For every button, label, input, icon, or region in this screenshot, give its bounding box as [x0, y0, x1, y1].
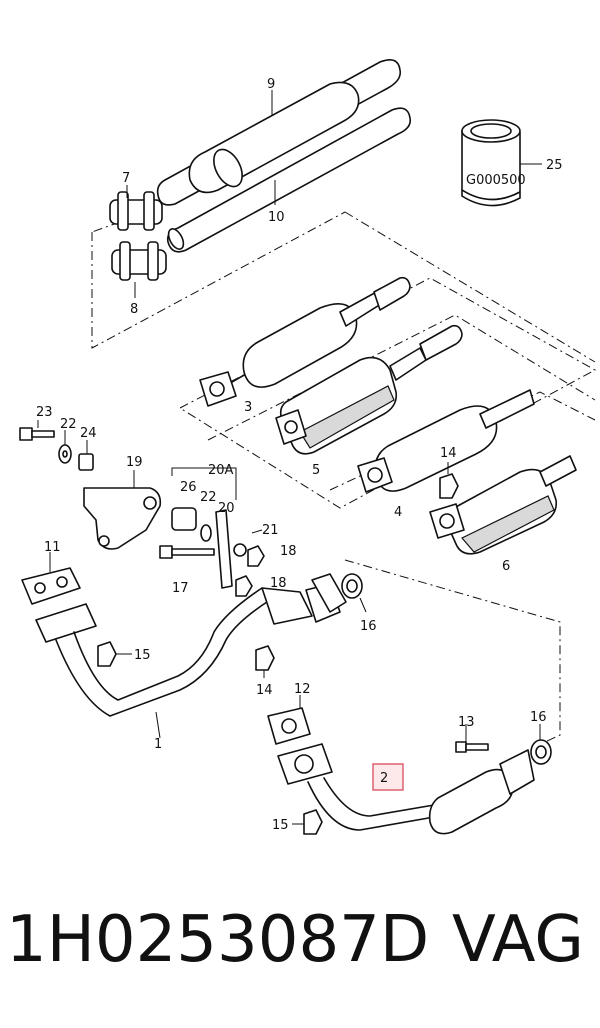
muffler-pipe-9 — [156, 59, 402, 206]
nut-15-left — [97, 641, 132, 667]
callout-13[interactable]: 13 — [458, 715, 475, 730]
callout-16-left[interactable]: 16 — [360, 619, 377, 634]
callout-20[interactable]: 20 — [218, 501, 235, 516]
pipe-clamp-8 — [111, 241, 167, 298]
front-pipe-converter-2 — [277, 724, 535, 835]
hardware-nut-24 — [78, 440, 94, 471]
callout-12[interactable]: 12 — [294, 682, 311, 697]
callout-3[interactable]: 3 — [244, 400, 252, 415]
brand-name: VAG — [452, 903, 584, 977]
catalytic-converter-5 — [275, 324, 463, 455]
callout-16-right[interactable]: 16 — [530, 710, 547, 725]
hanger-assembly-20a — [159, 467, 265, 597]
callout-19[interactable]: 19 — [126, 455, 143, 470]
product-cartridge-25: G000500 — [461, 119, 542, 207]
exhaust-system-diagram: G000500 — [19, 59, 597, 835]
callout-7[interactable]: 7 — [122, 171, 130, 186]
muffler-4 — [357, 389, 535, 493]
callout-8[interactable]: 8 — [130, 302, 138, 317]
nut-15-right — [292, 809, 323, 835]
callout-4[interactable]: 4 — [394, 505, 402, 520]
highlight-box — [372, 763, 404, 791]
front-exhaust-pipe-1 — [35, 573, 347, 739]
callout-22-mid[interactable]: 22 — [200, 490, 217, 505]
callout-20a[interactable]: 20A — [208, 463, 234, 478]
callout-14-bottom[interactable]: 14 — [256, 683, 273, 698]
gasket-11 — [21, 552, 81, 605]
callout-14-top[interactable]: 14 — [440, 446, 457, 461]
callout-10[interactable]: 10 — [268, 210, 285, 225]
callout-labels: 9 7 25 10 8 3 5 23 22 24 14 19 20A 26 22… — [36, 77, 563, 833]
callout-6[interactable]: 6 — [502, 559, 510, 574]
callout-11[interactable]: 11 — [44, 540, 61, 555]
hardware-bolt-23 — [19, 420, 55, 441]
straight-pipe-10 — [166, 107, 412, 253]
callout-18-top[interactable]: 18 — [280, 544, 297, 559]
callout-5[interactable]: 5 — [312, 463, 320, 478]
callout-25[interactable]: 25 — [546, 158, 563, 173]
nut-14-upper — [439, 462, 459, 499]
gasket-12 — [267, 695, 311, 745]
bracket-19 — [83, 470, 162, 550]
callout-17[interactable]: 17 — [172, 581, 189, 596]
callout-15-left[interactable]: 15 — [134, 648, 151, 663]
footer: 1H0253087D VAG — [0, 888, 600, 998]
callout-18-bottom[interactable]: 18 — [270, 576, 287, 591]
gasket-16-left — [341, 573, 367, 613]
callout-26[interactable]: 26 — [180, 480, 197, 495]
callout-9[interactable]: 9 — [267, 77, 275, 92]
hardware-washer-22 — [58, 430, 72, 464]
callout-15-right[interactable]: 15 — [272, 818, 289, 833]
callout-24[interactable]: 24 — [80, 426, 97, 441]
callout-1[interactable]: 1 — [154, 737, 162, 752]
pre-muffler-3 — [199, 276, 411, 407]
callout-21[interactable]: 21 — [262, 523, 279, 538]
gasket-16-right — [530, 724, 552, 765]
callout-22-top[interactable]: 22 — [60, 417, 77, 432]
pipe-clamp-7 — [109, 185, 163, 231]
callout-2[interactable]: 2 — [380, 771, 388, 786]
callout-23[interactable]: 23 — [36, 405, 53, 420]
cartridge-label: G000500 — [466, 173, 526, 188]
part-number: 1H0253087D — [6, 903, 430, 977]
nut-14-lower — [255, 645, 275, 678]
catalytic-converter-6 — [429, 455, 577, 555]
